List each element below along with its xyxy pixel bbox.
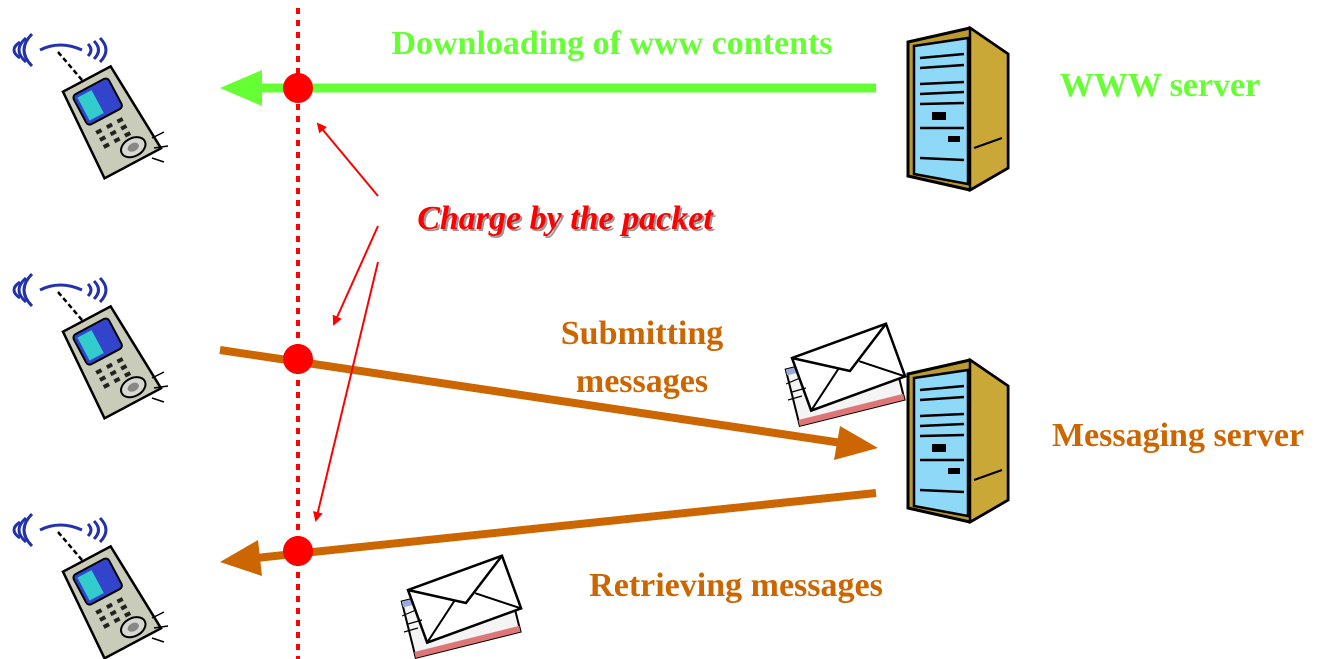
charge-point-dot	[283, 73, 313, 103]
charge-pointer-arrows	[313, 122, 379, 522]
retrieve-arrow	[220, 489, 877, 576]
messaging-server-icon	[906, 358, 1010, 524]
charge-label: Charge by the packet	[417, 200, 714, 237]
submit-arrow	[219, 346, 878, 460]
messaging-server-label: Messaging server	[1052, 417, 1304, 454]
envelopes-icon	[400, 554, 523, 659]
download-label: Downloading of www contents	[391, 25, 832, 62]
phone-icon	[12, 32, 170, 180]
submitting-label-line1: Submitting	[561, 315, 724, 352]
download-arrow	[220, 70, 876, 106]
charge-point-dot	[283, 536, 313, 566]
charge-point-dot	[283, 344, 313, 374]
charge-shadow: Charge by the packet	[419, 202, 716, 239]
retrieving-label: Retrieving messages	[589, 567, 883, 604]
www-server-icon	[906, 26, 1010, 192]
submitting-label-line2: messages	[576, 363, 708, 400]
envelopes-icon	[784, 322, 907, 428]
www-server-label: WWW server	[1060, 67, 1260, 104]
phone-icon	[12, 272, 170, 420]
phone-icon	[12, 512, 170, 659]
